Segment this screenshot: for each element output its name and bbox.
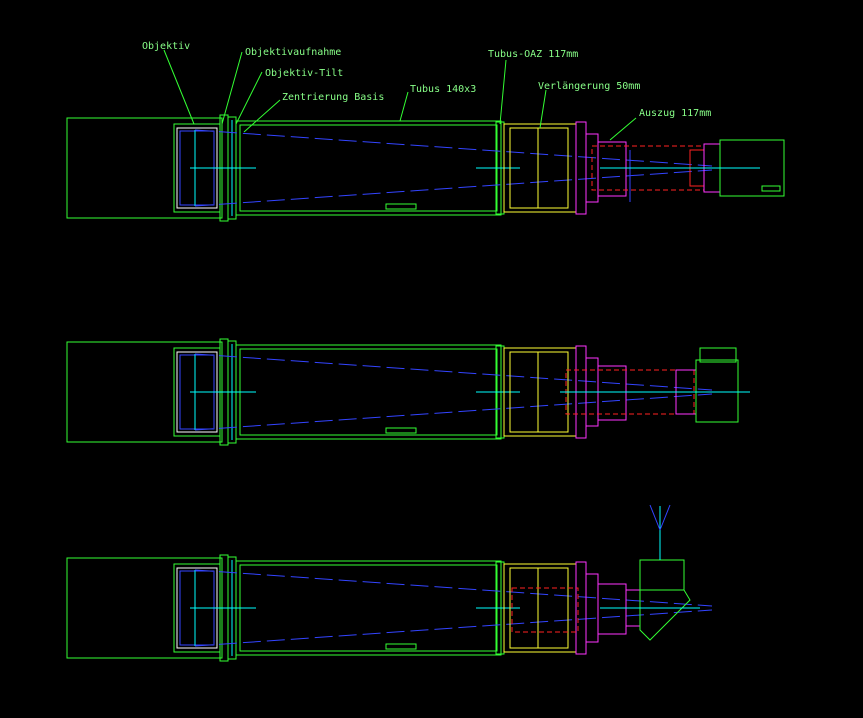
diagonal-prism bbox=[639, 589, 691, 641]
drawtube-base bbox=[597, 141, 627, 197]
main-tube bbox=[235, 120, 502, 216]
drawtube-base bbox=[597, 583, 627, 635]
leader-objektiv-tilt bbox=[235, 71, 263, 125]
vertical-ray-right bbox=[659, 504, 671, 531]
leader-zentrierung bbox=[243, 99, 281, 133]
light-cone-bottom bbox=[194, 609, 713, 647]
tube-clamp bbox=[385, 203, 417, 210]
light-cone-top bbox=[194, 353, 713, 391]
annotation-layer: Objektiv Objektivaufnahme Objektiv-Tilt … bbox=[142, 41, 711, 141]
main-tube bbox=[235, 560, 502, 656]
drawtube-base bbox=[597, 365, 627, 421]
main-tube-inner bbox=[239, 564, 498, 652]
camera-port bbox=[761, 185, 781, 192]
leader-tubus bbox=[399, 91, 409, 122]
eyepiece-housing bbox=[695, 359, 739, 423]
drawtube bbox=[511, 587, 579, 633]
label-objektiv-tilt: Objektiv-Tilt bbox=[265, 68, 343, 79]
leader-verlaengerung bbox=[539, 89, 547, 129]
main-tube bbox=[235, 344, 502, 440]
light-cone-top bbox=[194, 129, 713, 167]
tube-clamp bbox=[385, 643, 417, 650]
view-camera bbox=[66, 114, 785, 222]
label-auszug: Auszug 117mm bbox=[639, 108, 711, 119]
label-zentrierung-basis: Zentrierung Basis bbox=[282, 92, 384, 103]
eyepiece-cap bbox=[699, 347, 737, 363]
tube-clamp bbox=[385, 427, 417, 434]
oaz-segment-2 bbox=[537, 567, 569, 649]
leader-auszug bbox=[609, 117, 637, 141]
leader-objektivaufnahme bbox=[221, 51, 243, 125]
light-cone-top bbox=[194, 569, 713, 607]
main-tube-inner bbox=[239, 348, 498, 436]
label-verlaengerung: Verlängerung 50mm bbox=[538, 81, 640, 92]
main-tube-inner bbox=[239, 124, 498, 212]
drawing-layer bbox=[66, 114, 785, 662]
light-cone-bottom bbox=[194, 393, 713, 431]
label-tubus: Tubus 140x3 bbox=[410, 84, 476, 95]
label-objektiv: Objektiv bbox=[142, 41, 190, 52]
extension-flange bbox=[575, 121, 587, 215]
leader-objektiv bbox=[163, 49, 195, 125]
drawtube bbox=[591, 145, 705, 191]
view-diagonal bbox=[66, 504, 713, 662]
leader-tubus-oaz bbox=[499, 59, 507, 125]
label-tubus-oaz: Tubus-OAZ 117mm bbox=[488, 49, 578, 60]
extension-body bbox=[585, 573, 599, 643]
light-cone-bottom bbox=[194, 169, 713, 207]
label-objektivaufnahme: Objektivaufnahme bbox=[245, 47, 341, 58]
oaz-segment-2 bbox=[537, 127, 569, 209]
view-eyepiece bbox=[66, 338, 750, 446]
vertical-ray-left bbox=[649, 504, 661, 531]
extension-flange bbox=[575, 561, 587, 655]
diagonal-upper bbox=[639, 559, 685, 591]
